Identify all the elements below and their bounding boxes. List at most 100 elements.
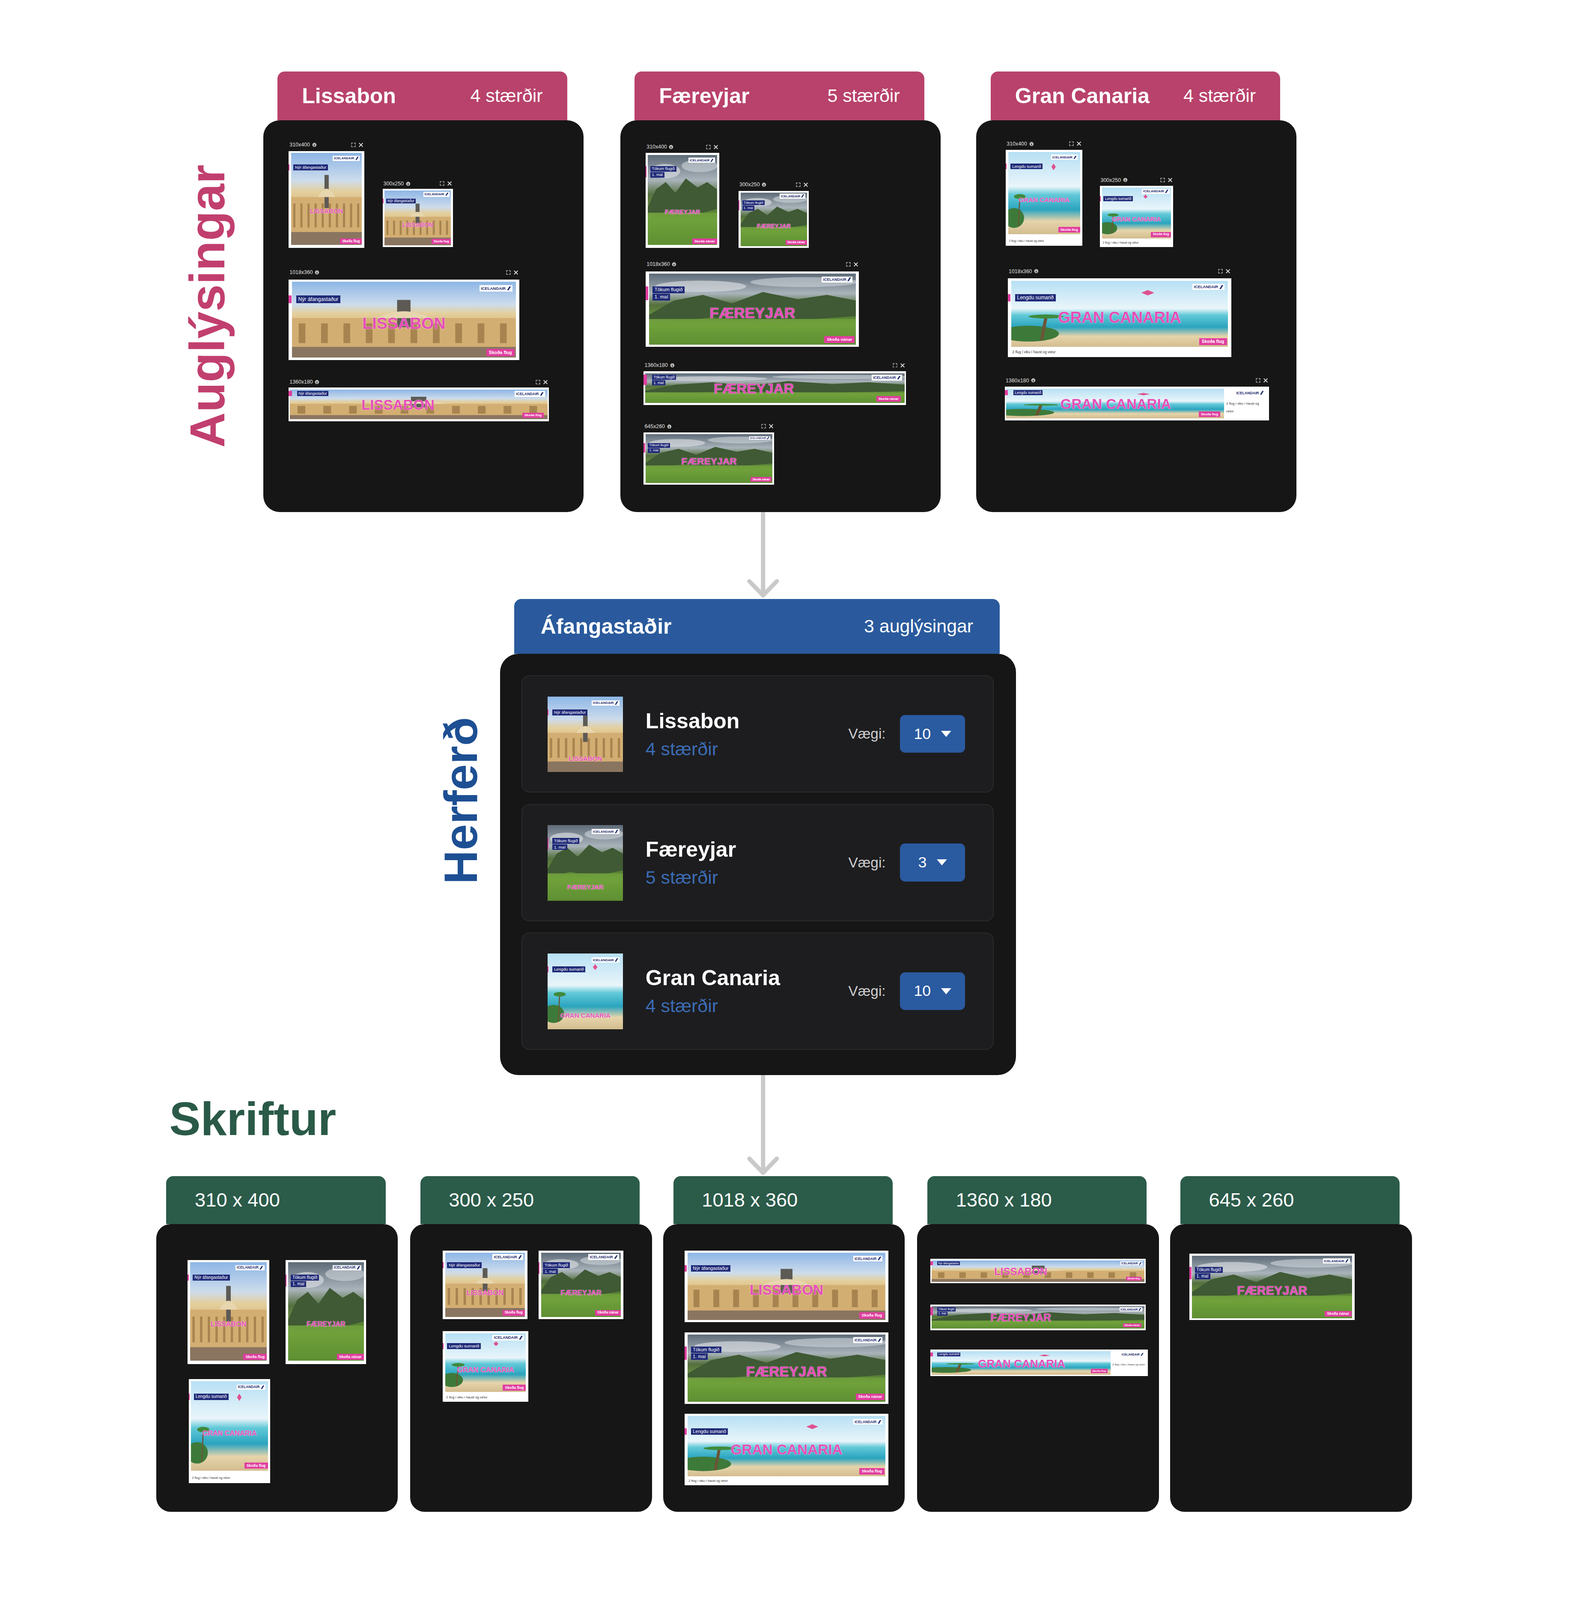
cta-wrap: Skoða flug bbox=[1126, 1273, 1142, 1282]
scenery-shape bbox=[246, 1316, 249, 1342]
scenery-shape bbox=[602, 738, 605, 758]
brand-box: ICELANDAIR bbox=[1234, 390, 1265, 396]
size-label: 310x400 bbox=[646, 143, 667, 150]
destination-name: Lissabon bbox=[645, 708, 740, 734]
scenery-shape bbox=[707, 436, 773, 444]
destination-title: FÆREYJAR bbox=[681, 455, 737, 467]
accent-strip bbox=[1099, 196, 1101, 202]
tagline-stack: Nýr áfangastaður bbox=[386, 198, 416, 204]
ad-creative: ICELANDAIRNýr áfangastaðurLISSABONSkoða … bbox=[684, 1250, 889, 1323]
cta-button: Skoða flug bbox=[1090, 1368, 1108, 1374]
tab-panel: 1360 x 180ICELANDAIRNýr áfangastaðurLISS… bbox=[917, 1176, 1159, 1512]
scenery-shape bbox=[190, 1346, 267, 1361]
scenery-shape bbox=[199, 1316, 203, 1342]
footnote-wrap: 2 flug í viku í haust og vetur bbox=[1008, 235, 1044, 244]
destination-wrap: GRAN CANARIA bbox=[188, 1429, 271, 1438]
accent-strip bbox=[643, 443, 646, 453]
logo-shape bbox=[614, 829, 619, 834]
logo-shape bbox=[613, 1255, 618, 1260]
dropdown-caret bbox=[941, 730, 952, 737]
ad-creative: ICELANDAIRTökum flugið1. maíFÆREYJARSkoð… bbox=[643, 432, 775, 485]
tagline-stack: Tökum flugið1. maí bbox=[1194, 1266, 1224, 1280]
panel-title: 645 x 260 bbox=[1208, 1188, 1294, 1212]
logo-shape bbox=[1219, 285, 1224, 289]
panel-tab: 1360 x 180 bbox=[927, 1176, 1147, 1225]
scenery-shape bbox=[1065, 1272, 1073, 1278]
brand-box: ICELANDAIR bbox=[1119, 1307, 1143, 1312]
scenery-shape bbox=[806, 1424, 819, 1430]
logo-shape bbox=[847, 277, 852, 282]
ad-banner: 1360x180ICELANDAIRTökum flugið1. maíFÆRE… bbox=[643, 359, 906, 406]
brand-name: ICELANDAIR bbox=[493, 1254, 517, 1260]
ad-banner: ICELANDAIRTökum flugið1. maíFÆREYJARSkoð… bbox=[538, 1250, 624, 1320]
scenery-shape bbox=[323, 405, 332, 414]
scenery-shape bbox=[298, 323, 306, 344]
info-icon bbox=[314, 270, 320, 275]
panel-title: 1360 x 180 bbox=[956, 1188, 1052, 1212]
brand-name: ICELANDAIR bbox=[1143, 189, 1164, 194]
info-mark bbox=[668, 426, 670, 428]
scenery-shape bbox=[547, 870, 623, 901]
cta-button: Skoða nánar bbox=[824, 336, 855, 343]
cta-wrap: Skoða flug bbox=[1090, 1365, 1108, 1374]
destination-name: Færeyjar bbox=[645, 837, 736, 862]
scenery-shape bbox=[335, 203, 338, 228]
brand-box: ICELANDAIR bbox=[332, 155, 360, 161]
window-icons bbox=[706, 144, 719, 150]
close-icon bbox=[853, 262, 858, 267]
window-icons bbox=[1255, 378, 1269, 383]
scenery-shape bbox=[852, 1289, 858, 1308]
brand-name: ICELANDAIR bbox=[872, 375, 896, 380]
close-icon bbox=[769, 424, 774, 429]
brand-name: ICELANDAIR bbox=[592, 700, 614, 705]
caret-shape bbox=[941, 730, 952, 737]
scenery-shape bbox=[307, 203, 310, 228]
tagline-stack: Tökum flugið1. maí bbox=[691, 1346, 722, 1361]
tagline: Tökum flugið bbox=[552, 837, 580, 844]
brand-name: ICELANDAIR bbox=[1323, 1259, 1345, 1264]
scenery-shape bbox=[439, 220, 442, 235]
close-icon bbox=[447, 181, 452, 186]
accent-strip bbox=[738, 200, 740, 210]
scenery-shape bbox=[432, 220, 435, 235]
tagline-stack: Lengdu sumarið bbox=[1015, 294, 1056, 302]
brand-name: ICELANDAIR bbox=[823, 277, 847, 282]
destination-wrap: GRAN CANARIA bbox=[1005, 196, 1083, 204]
panel-tab: Færeyjar5 stærðir bbox=[634, 71, 925, 121]
accent-strip bbox=[1004, 390, 1008, 396]
destination-title: FÆREYJAR bbox=[567, 883, 604, 891]
tagline: Lengdu sumarið bbox=[1015, 294, 1056, 302]
accent-strip bbox=[538, 1262, 540, 1274]
brand-name: ICELANDAIR bbox=[1121, 1352, 1140, 1356]
accent-strip bbox=[930, 1352, 933, 1357]
scenery-shape bbox=[937, 1272, 945, 1278]
window-icons bbox=[439, 181, 453, 186]
tagline-stack: Nýr áfangastaður bbox=[446, 1262, 482, 1269]
cta-wrap: Skoða flug bbox=[502, 1382, 526, 1391]
scenery-shape bbox=[959, 1272, 966, 1278]
cta-button: Skoða flug bbox=[486, 348, 515, 357]
destination-title: FÆREYJAR bbox=[756, 222, 791, 230]
scenery-shape bbox=[500, 323, 507, 344]
size-label: 1360x180 bbox=[289, 378, 313, 385]
scenery-shape bbox=[399, 220, 403, 235]
destination-title: FÆREYJAR bbox=[306, 1320, 346, 1328]
logo-shape bbox=[710, 158, 714, 163]
brand-logo bbox=[259, 1266, 263, 1270]
ad-creative: ICELANDAIRLengdu sumariðGRAN CANARIASkoð… bbox=[1004, 386, 1270, 421]
brand-logo bbox=[260, 1385, 265, 1389]
destination-wrap: GRAN CANARIA bbox=[1004, 396, 1227, 412]
tagline: Lengdu sumarið bbox=[1010, 163, 1043, 170]
destination-title: GRAN CANARIA bbox=[1111, 215, 1161, 223]
size-header: 1018x360 bbox=[645, 256, 859, 272]
scenery-shape bbox=[511, 1288, 514, 1305]
brand-logo bbox=[710, 158, 714, 163]
section-label: Skriftur bbox=[169, 1095, 337, 1143]
brand-box: ICELANDAIR bbox=[492, 1334, 525, 1341]
footnote-wrap: 2 flug í viku í haust og vetur bbox=[446, 1392, 488, 1401]
brand-name: ICELANDAIR bbox=[424, 192, 444, 197]
info-mark bbox=[313, 144, 315, 146]
cta-wrap: Skoða nánar bbox=[1123, 1319, 1142, 1328]
brand-name: ICELANDAIR bbox=[854, 1256, 877, 1261]
info-icon bbox=[668, 144, 674, 150]
